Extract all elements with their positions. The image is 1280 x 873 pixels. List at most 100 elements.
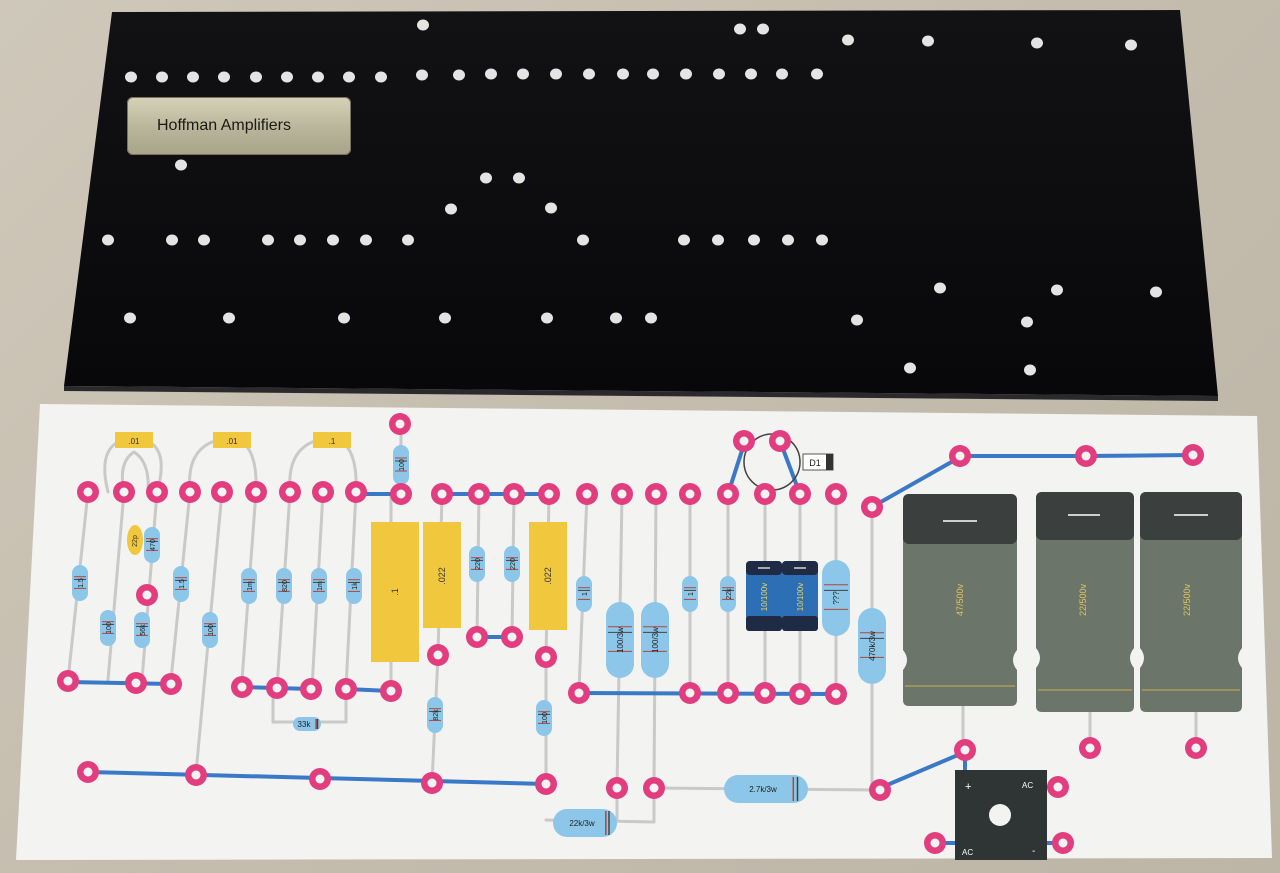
eyelet-pad <box>466 626 488 648</box>
resistor-label: 100 <box>208 624 215 636</box>
cap-01-b-label: .01 <box>226 437 238 446</box>
eyelet-pad <box>954 739 976 761</box>
board-hole <box>816 234 828 246</box>
board-hole <box>480 172 492 184</box>
eyelet-pad <box>789 483 811 505</box>
resistor-r-100k-c: 100 <box>536 700 552 736</box>
resistor-r-22k-3w: 22k/3w <box>553 809 617 837</box>
resistor-label: 2.7k/3w <box>749 785 777 794</box>
eyelet-pad <box>1185 737 1207 759</box>
eyelet-pad <box>1182 444 1204 466</box>
board-hole <box>577 234 589 246</box>
board-hole <box>583 68 595 80</box>
board-hole <box>922 35 934 47</box>
resistor-label: 33k <box>298 720 312 729</box>
eyelet-pad <box>643 777 665 799</box>
eyelet-pad <box>468 483 490 505</box>
eyelet-pad <box>717 682 739 704</box>
board-hole <box>485 68 497 80</box>
board-hole <box>402 234 414 246</box>
cap-1-small-label: .1 <box>329 437 336 446</box>
resistor-label: 82k <box>433 709 440 721</box>
board-hole <box>734 23 746 35</box>
resistor-r-82k: 82k <box>427 697 443 733</box>
resistor-label: 22k <box>726 588 733 600</box>
eyelet-pads <box>57 413 1207 854</box>
resistor-label: 470k/3w <box>868 631 877 661</box>
resistor-label: ??? <box>832 591 841 605</box>
board-holes <box>102 19 1162 376</box>
eyelet-pad <box>77 481 99 503</box>
board-hole <box>645 312 657 324</box>
board-hole <box>842 34 854 46</box>
cap-1-big-label: .1 <box>390 588 400 596</box>
eyelet-pad <box>231 676 253 698</box>
eyelet-pad <box>179 481 201 503</box>
board-hole <box>281 71 293 83</box>
resistor-label: 1 <box>688 592 695 596</box>
nameplate: Hoffman Amplifiers <box>127 97 351 155</box>
eyelet-pad <box>861 496 883 518</box>
board-hole <box>156 71 168 83</box>
board-hole <box>294 234 306 246</box>
cap-22p: 22p <box>127 525 143 555</box>
resistor-r-100k-a: 100 <box>100 610 116 646</box>
board-hole <box>416 69 428 81</box>
resistor-label: 470 <box>150 539 157 551</box>
eyelet-pad <box>611 483 633 505</box>
rectifier-ac-bottom-label: AC <box>962 848 973 857</box>
board-hole <box>550 68 562 80</box>
eyelet-pad <box>300 678 322 700</box>
board-hole <box>360 234 372 246</box>
board-hole <box>713 68 725 80</box>
cap-022-b-label: .022 <box>543 567 553 585</box>
resistor-label: 22k/3w <box>569 819 595 828</box>
board-hole <box>748 234 760 246</box>
resistor-label: 1m <box>247 581 254 591</box>
eyelet-pad <box>535 646 557 668</box>
filter-cap-22-500-a: 22/500v <box>1036 492 1134 712</box>
eyelet-pad <box>679 483 701 505</box>
cap-01-b: .01 <box>213 432 251 448</box>
resistor-r-100-3w-b: 100/3w <box>641 602 669 678</box>
board-hole <box>445 203 457 215</box>
resistor-label: 100/3w <box>651 627 660 653</box>
eyelet-pad <box>312 481 334 503</box>
resistor-label: 100 <box>399 459 406 471</box>
board-hole <box>175 159 187 171</box>
resistor-r-220-b: 220 <box>504 546 520 582</box>
resistor-r-100-top: 100 <box>393 445 409 485</box>
eyelet-pad <box>503 483 525 505</box>
eyelet-pad <box>431 483 453 505</box>
eyelet-pad <box>501 626 523 648</box>
eyelet-pad <box>825 483 847 505</box>
eyelet-pad <box>949 445 971 467</box>
board-hole <box>712 234 724 246</box>
resistor-r-1m-b: 1m <box>311 568 327 604</box>
eyelet-pad <box>57 670 79 692</box>
resistor-label: 100 <box>106 622 113 634</box>
bridge-rectifier: + AC AC - <box>955 770 1047 860</box>
board-hole <box>513 172 525 184</box>
diode-d1: D1 <box>802 453 834 471</box>
eyelet-pad <box>789 683 811 705</box>
board-hole <box>745 68 757 80</box>
rectifier-minus-label: - <box>1032 846 1035 857</box>
resistor-label: 1 <box>582 592 589 596</box>
resistor-r-1m-a: 1m <box>241 568 257 604</box>
resistor-label: 820 <box>282 580 289 592</box>
eyelet-pad <box>1047 776 1069 798</box>
board-hole <box>417 19 429 31</box>
board-hole <box>1125 39 1137 51</box>
eyelet-pad <box>279 481 301 503</box>
board-hole <box>680 68 692 80</box>
resistor-r-820: 820 <box>276 568 292 604</box>
eyelet-pad <box>309 768 331 790</box>
eyelet-pad <box>146 481 168 503</box>
board-hole <box>439 312 451 324</box>
board-hole <box>610 312 622 324</box>
eyelet-pad <box>136 584 158 606</box>
board-hole <box>327 234 339 246</box>
